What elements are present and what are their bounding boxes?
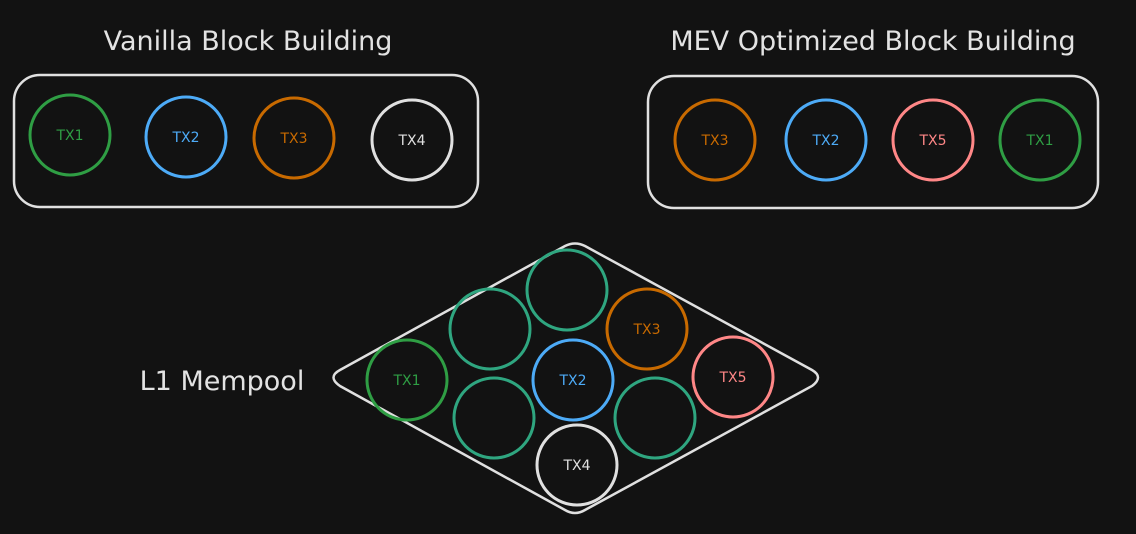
- transaction-label: TX1: [392, 373, 420, 389]
- transaction-label: TX4: [562, 458, 590, 474]
- transaction-circle: [448, 287, 532, 371]
- transaction-circle: [535, 423, 619, 507]
- transaction-label: TX2: [811, 133, 839, 149]
- transaction-circle: [531, 338, 615, 422]
- vanilla-block-transactions: TX1 TX2 TX3 TX4: [28, 93, 454, 182]
- mev-title: MEV Optimized Block Building: [670, 26, 1075, 57]
- transaction-label: TX4: [397, 133, 425, 149]
- transaction-circle: [605, 287, 689, 371]
- transaction-circle: [525, 248, 609, 332]
- transaction-label: TX3: [632, 322, 660, 338]
- transaction-label: TX2: [558, 373, 586, 389]
- transaction-circle: [365, 338, 449, 422]
- transaction-label: TX3: [700, 133, 728, 149]
- transaction-label: TX3: [279, 131, 307, 147]
- transaction-circle: [998, 98, 1082, 182]
- vanilla-title: Vanilla Block Building: [104, 26, 393, 57]
- mev-block-transactions: TX3 TX2 TX5 TX1: [673, 98, 1082, 182]
- mev-block-container: [646, 74, 1100, 210]
- transaction-label: TX5: [918, 133, 946, 149]
- transaction-circle: [370, 98, 454, 182]
- transaction-label: TX5: [718, 370, 746, 386]
- mempool-title: L1 Mempool: [140, 366, 305, 397]
- transaction-circle: [691, 335, 775, 419]
- transaction-label: TX2: [171, 130, 199, 146]
- transaction-circle: [144, 95, 228, 179]
- transaction-circle: [613, 376, 697, 460]
- transaction-circle: [784, 98, 868, 182]
- transaction-circle: [891, 98, 975, 182]
- transaction-circle: [252, 96, 336, 180]
- mempool-container: [332, 242, 820, 515]
- transaction-label: TX1: [55, 128, 83, 144]
- transaction-label: TX1: [1025, 133, 1053, 149]
- transaction-circle: [28, 93, 112, 177]
- transaction-circle: [673, 98, 757, 182]
- transaction-circle: [452, 376, 536, 460]
- vanilla-block-container: [12, 73, 480, 209]
